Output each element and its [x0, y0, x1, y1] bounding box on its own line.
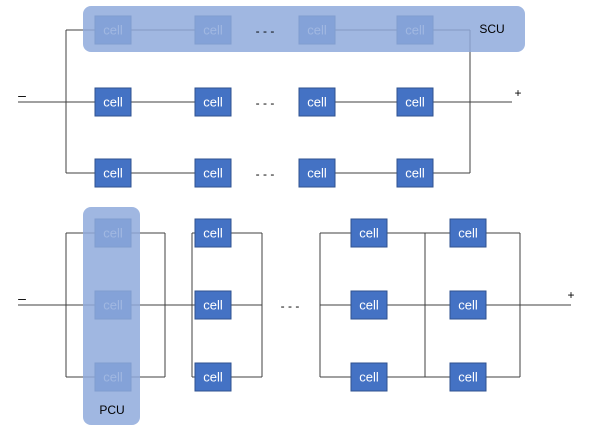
plus-terminal-label: +	[514, 86, 521, 100]
cell-label: cell	[359, 298, 379, 313]
cell-box	[350, 218, 388, 248]
cell-block: cell	[396, 158, 434, 188]
cell-block: cell	[194, 158, 232, 188]
cell-block: cell	[94, 87, 132, 117]
plus-terminal-label: +	[567, 288, 574, 302]
cell-block: cell	[194, 87, 232, 117]
scu-label: SCU	[479, 22, 504, 36]
cell-label: cell	[203, 166, 223, 181]
cell-box	[449, 218, 487, 248]
cell-label: cell	[203, 370, 223, 385]
scu-highlight	[83, 6, 525, 52]
cell-label: cell	[203, 298, 223, 313]
overlay-layer	[83, 6, 525, 425]
cell-label: cell	[405, 95, 425, 110]
cell-block: cell	[194, 362, 232, 392]
cell-block: cell	[298, 158, 336, 188]
cell-label: cell	[103, 95, 123, 110]
cell-box	[194, 158, 232, 188]
minus-terminal-label: –	[18, 87, 26, 103]
cell-block: cell	[396, 87, 434, 117]
cell-block: cell	[449, 362, 487, 392]
cell-label: cell	[103, 166, 123, 181]
cell-label: cell	[458, 226, 478, 241]
cell-box	[194, 218, 232, 248]
cell-box	[194, 290, 232, 320]
cell-block: cell	[298, 87, 336, 117]
ellipsis: - - -	[256, 96, 275, 110]
wire-layer	[18, 29, 571, 378]
pcu-highlight	[83, 207, 140, 425]
cell-label: cell	[307, 95, 327, 110]
cell-box	[298, 87, 336, 117]
ellipsis: - - -	[256, 24, 275, 38]
pcu-label: PCU	[99, 403, 124, 417]
cell-block: cell	[449, 218, 487, 248]
cell-box	[94, 87, 132, 117]
ellipsis: - - -	[256, 167, 275, 181]
cell-block: cell	[194, 218, 232, 248]
cell-box	[350, 290, 388, 320]
cell-block: cell	[350, 362, 388, 392]
cell-box	[449, 362, 487, 392]
cell-box	[194, 87, 232, 117]
minus-terminal-label: –	[18, 290, 26, 306]
cell-box	[298, 158, 336, 188]
cell-box	[94, 158, 132, 188]
cell-box	[396, 158, 434, 188]
cell-label: cell	[203, 95, 223, 110]
cell-label: cell	[458, 298, 478, 313]
cell-layer: cell cell cell cell cell cell cell cell cell cell…	[94, 15, 487, 392]
label-layer: - - - - - - - - - – + SCU – + - - - PCU	[18, 22, 574, 417]
cell-label: cell	[203, 226, 223, 241]
cell-label: cell	[307, 166, 327, 181]
cell-block: cell	[350, 290, 388, 320]
ellipsis: - - -	[281, 299, 300, 313]
cell-label: cell	[405, 166, 425, 181]
cell-block: cell	[350, 218, 388, 248]
cell-block: cell	[194, 290, 232, 320]
cell-block: cell	[449, 290, 487, 320]
cell-box	[194, 362, 232, 392]
cell-box	[396, 87, 434, 117]
cell-block: cell	[94, 158, 132, 188]
cell-label: cell	[359, 226, 379, 241]
cell-box	[449, 290, 487, 320]
cell-label: cell	[359, 370, 379, 385]
cell-label: cell	[458, 370, 478, 385]
cell-box	[350, 362, 388, 392]
